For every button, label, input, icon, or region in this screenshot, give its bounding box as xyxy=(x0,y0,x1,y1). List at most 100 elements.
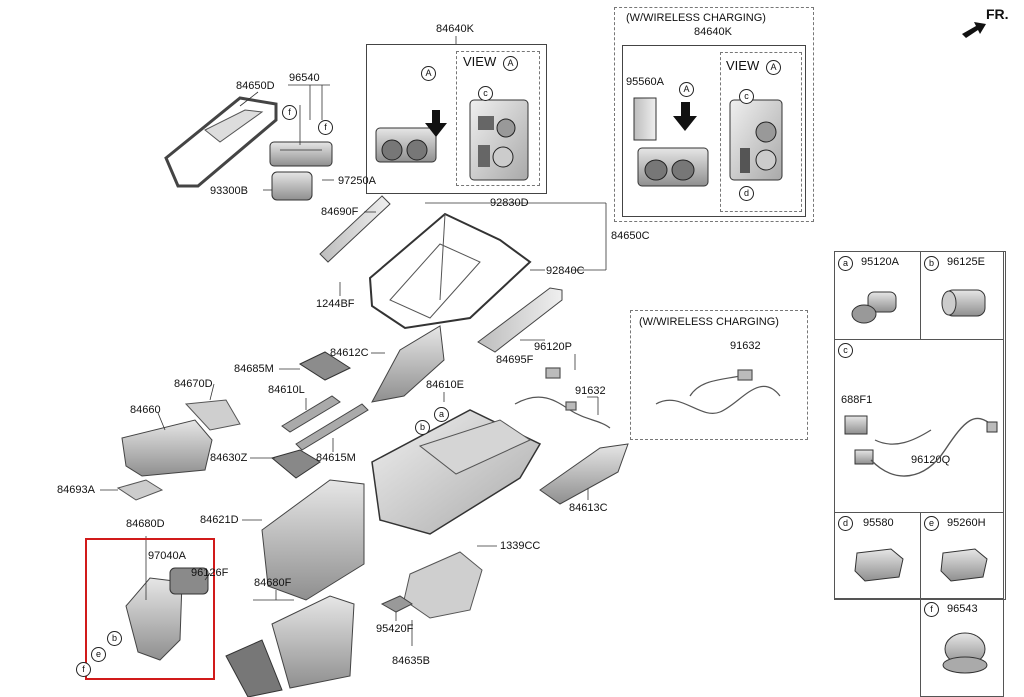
label-84650C: 84650C xyxy=(611,230,650,242)
wireless-charging-harness-box xyxy=(630,310,808,440)
storage-box-84680F-drawing xyxy=(225,595,355,697)
legend-part-b: 96125E xyxy=(947,256,985,268)
view-a-detail-1 xyxy=(469,99,529,181)
panel-97040A-drawing xyxy=(125,567,209,661)
main-console-84610E-drawing xyxy=(371,409,542,535)
side-panel-84613C-drawing xyxy=(539,443,629,505)
label-84680F: 84680F xyxy=(254,577,292,589)
callout-A-2: A xyxy=(679,82,694,97)
legend-cell-c: c 688F1 96120Q xyxy=(834,339,1004,513)
callout-c-2: c xyxy=(739,89,754,104)
legend-cell-a: a 95120A xyxy=(834,251,921,340)
label-91632-wireless: 91632 xyxy=(730,340,761,352)
callout-d-1: d xyxy=(739,186,754,201)
label-95560A: 95560A xyxy=(626,76,664,88)
callout-f-1: f xyxy=(282,105,297,120)
cup-holder-84640K-drawing xyxy=(375,110,447,163)
label-84640K-wireless: 84640K xyxy=(694,26,732,38)
wireless-charging-inner-box xyxy=(622,45,806,217)
cover-84612C-drawing xyxy=(371,325,445,403)
legend-letter-a: a xyxy=(838,256,853,271)
part-95420F-drawing xyxy=(380,595,413,613)
legend-part-f: 96543 xyxy=(947,603,978,615)
callout-f-2: f xyxy=(318,120,333,135)
label-84613C: 84613C xyxy=(569,502,608,514)
label-84621D: 84621D xyxy=(200,514,239,526)
legend-part-c1: 688F1 xyxy=(841,394,873,406)
legend-part-e: 95260H xyxy=(947,517,986,529)
label-84680D: 84680D xyxy=(126,518,165,530)
view-a-detail-box xyxy=(456,51,540,186)
label-1244BF: 1244BF xyxy=(316,298,355,310)
label-96540: 96540 xyxy=(289,72,320,84)
legend-letter-f: f xyxy=(924,602,939,617)
strip-84610L-drawing xyxy=(281,395,341,433)
callout-b-2: b xyxy=(107,631,122,646)
front-arrow-icon xyxy=(962,22,986,38)
trim-panel-84650D-drawing xyxy=(164,96,278,188)
harness-c-icon xyxy=(844,415,998,477)
view-a-group-box xyxy=(366,44,547,194)
legend-letter-b: b xyxy=(924,256,939,271)
label-84693A: 84693A xyxy=(57,484,95,496)
bracket-84635B-drawing xyxy=(403,551,483,619)
callout-b-1: b xyxy=(415,420,430,435)
socket-icon xyxy=(851,291,897,324)
callout-e-1: e xyxy=(91,647,106,662)
side-trim-84690F-drawing xyxy=(319,195,391,263)
cap-f-icon xyxy=(942,632,988,674)
legend-letter-c: c xyxy=(838,343,853,358)
legend-part-a: 95120A xyxy=(861,256,899,268)
switch-d-icon xyxy=(854,548,904,582)
switch-e-icon xyxy=(940,548,988,582)
armrest-84660-drawing xyxy=(121,399,241,477)
label-96126F: 96126F xyxy=(191,567,229,579)
clip-84693A-drawing xyxy=(116,479,164,501)
switch-96540-drawing xyxy=(269,141,333,167)
label-84670D: 84670D xyxy=(174,378,213,390)
callout-f-3: f xyxy=(76,662,91,677)
cup-holder-wireless-drawing xyxy=(633,97,783,187)
label-97250A: 97250A xyxy=(338,175,376,187)
label-84690F: 84690F xyxy=(321,206,359,218)
front-label: FR. xyxy=(986,6,1009,22)
strip-84615M-drawing xyxy=(295,403,369,451)
label-92840C: 92840C xyxy=(546,265,585,277)
harness-91632-wireless-drawing xyxy=(655,369,781,414)
legend-cell-d: d 95580 xyxy=(834,512,921,599)
label-84610E: 84610E xyxy=(426,379,464,391)
view-a-title-1: VIEW xyxy=(463,54,497,69)
label-96120P: 96120P xyxy=(534,341,572,353)
console-frame-84650C-drawing xyxy=(368,212,532,330)
label-84650D: 84650D xyxy=(236,80,275,92)
callout-a-1: a xyxy=(434,407,449,422)
label-84695F: 84695F xyxy=(496,354,534,366)
legend-letter-d: d xyxy=(838,516,853,531)
tray-84630Z-drawing xyxy=(270,449,321,479)
label-84610L: 84610L xyxy=(268,384,305,396)
label-1339CC: 1339CC xyxy=(500,540,541,552)
lower-console-84621D-drawing xyxy=(261,479,365,601)
pad-84685M-drawing xyxy=(298,351,352,381)
wireless-charging-header-mid: (W/WIRELESS CHARGING) xyxy=(639,316,779,328)
label-84660: 84660 xyxy=(130,404,161,416)
label-93300B: 93300B xyxy=(210,185,248,197)
label-84630Z: 84630Z xyxy=(210,452,248,464)
label-84685M: 84685M xyxy=(234,363,274,375)
leader-lines xyxy=(100,36,607,646)
legend-letter-e: e xyxy=(924,516,939,531)
label-84612C: 84612C xyxy=(330,347,369,359)
view-a-title-2: VIEW xyxy=(726,58,760,73)
wireless-charging-header-top: (W/WIRELESS CHARGING) xyxy=(626,12,766,24)
label-97040A: 97040A xyxy=(148,550,186,562)
legend-cell-e: e 95260H xyxy=(920,512,1004,599)
wireless-view-a-detail-box xyxy=(720,52,802,212)
label-84635B: 84635B xyxy=(392,655,430,667)
label-95420F: 95420F xyxy=(376,623,414,635)
wireless-charging-outer-box xyxy=(614,7,814,222)
callout-A-view-1: A xyxy=(503,56,518,71)
label-84640K: 84640K xyxy=(436,23,474,35)
red-highlight-box-84680D xyxy=(85,538,215,680)
callout-A-view-2: A xyxy=(766,60,781,75)
